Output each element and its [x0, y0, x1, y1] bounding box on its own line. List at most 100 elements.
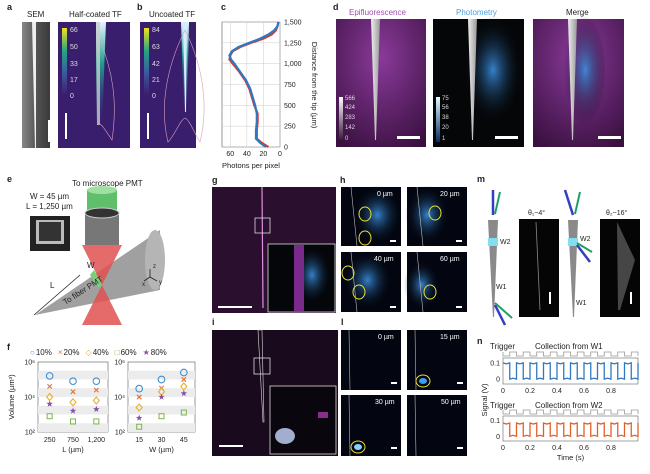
square-marker	[158, 413, 165, 420]
grid-band	[128, 370, 195, 380]
colorbar-label: 283	[345, 115, 356, 121]
cross-marker	[136, 394, 142, 400]
colorbar-label: 142	[345, 125, 356, 131]
trigger-label: Trigger	[490, 401, 516, 410]
w1-label: W1	[576, 300, 587, 307]
colorbar	[339, 97, 343, 142]
zoom-box	[253, 357, 271, 375]
emission-arrow	[494, 191, 501, 215]
w1-label: W1	[496, 284, 507, 291]
emission-top	[87, 186, 117, 194]
cross-marker-icon: ×	[57, 348, 63, 357]
photometry-title: Photometry	[456, 8, 497, 17]
square-marker	[180, 409, 187, 416]
x-tick-label: 40	[243, 151, 251, 158]
panel-label-i: i	[212, 317, 215, 327]
sem-title: SEM	[27, 10, 45, 19]
length-marker	[33, 274, 81, 316]
colorbar-label: 21	[152, 77, 160, 84]
trigger-trace	[502, 351, 639, 357]
magenta-cell	[318, 412, 328, 418]
signal-trace	[502, 362, 639, 380]
legend-item: ○10%	[30, 348, 52, 357]
x-tick-label: 0	[501, 445, 505, 452]
colorbar	[436, 97, 440, 142]
diamond-marker	[45, 392, 54, 402]
colorbar	[144, 28, 149, 96]
y-tick-label: 0	[284, 145, 288, 152]
panel-l-images	[341, 329, 467, 457]
colorbar-label: 84	[152, 27, 160, 34]
grid-band	[128, 405, 195, 415]
circle-marker	[92, 377, 101, 386]
x-tick-label: 0.2	[525, 388, 535, 395]
x-tick-label: 30	[158, 437, 166, 444]
panel-label-n: n	[477, 336, 483, 346]
legend-label: 60%	[120, 348, 137, 357]
panel-label-h: h	[340, 175, 346, 185]
panel-label-a: a	[7, 2, 13, 12]
panel-label-m: m	[477, 174, 486, 184]
window-w2	[488, 238, 498, 246]
legend-label: 40%	[92, 348, 109, 357]
x-tick-label: 0	[278, 151, 282, 158]
grid-band	[128, 388, 195, 397]
panel-h-images	[340, 185, 467, 313]
colorbar-label: 42	[152, 61, 160, 68]
contour-line	[164, 29, 205, 143]
fiber-tip	[96, 22, 100, 125]
x-axis-title: W (µm)	[149, 445, 174, 454]
y-axis-title: Signal (V)	[480, 383, 489, 416]
y-tick-label: 10⁶	[114, 360, 125, 367]
scale-bar	[397, 136, 420, 139]
diamond-marker-icon: ◇	[85, 348, 92, 357]
cell-signal	[275, 428, 295, 444]
series-line-uncoated	[228, 21, 280, 148]
half-coated-map	[58, 22, 130, 148]
cross-marker	[181, 376, 187, 383]
y-tick-label: 1,250	[284, 40, 302, 47]
trigger-trace	[502, 409, 639, 415]
axis-x: x	[142, 282, 145, 288]
y-tick-label: 0	[496, 377, 500, 384]
colorbar-label: 38	[442, 115, 449, 121]
microscope-pmt-label: To microscope PMT	[72, 179, 143, 188]
x-tick-label: 0.4	[552, 445, 562, 452]
epifluorescence-image	[336, 19, 426, 147]
star-marker	[46, 400, 53, 407]
panel-label-f: f	[7, 342, 10, 352]
star-marker	[180, 390, 188, 397]
colorbar-label: 66	[70, 27, 78, 34]
x-axis-title: Time (s)	[557, 453, 585, 462]
panel-m-diagram	[488, 189, 640, 326]
x-tick-label: 1,200	[88, 437, 106, 444]
circle-marker	[45, 372, 54, 380]
scale-bar	[218, 306, 252, 308]
legend-label: 80%	[150, 348, 167, 357]
scale-bar	[549, 292, 551, 304]
circle-marker	[179, 368, 188, 377]
y-axis-title: Volume (µm³)	[7, 374, 16, 420]
excitation-cone	[82, 245, 122, 285]
axis-y: y	[159, 280, 162, 286]
colorbar-label: 20	[442, 125, 449, 131]
x-tick-label: 0.4	[552, 388, 562, 395]
panel-label-b: b	[137, 2, 143, 12]
optical-setup-diagram	[30, 186, 165, 325]
emission-spot	[90, 270, 102, 288]
grid-band	[38, 423, 108, 432]
signal-trace	[502, 422, 639, 438]
circle-marker	[69, 377, 77, 386]
legend-item: ×20%	[58, 348, 80, 357]
diamond-marker	[69, 397, 77, 407]
y-tick-label: 10⁴	[114, 395, 125, 402]
x-tick-label: 750	[67, 437, 79, 444]
scale-bar	[495, 136, 518, 139]
diamond-marker	[180, 382, 188, 391]
width-marker: W	[87, 261, 95, 270]
y-tick-label: 0.1	[490, 418, 500, 425]
panel-label-c: c	[221, 2, 227, 12]
